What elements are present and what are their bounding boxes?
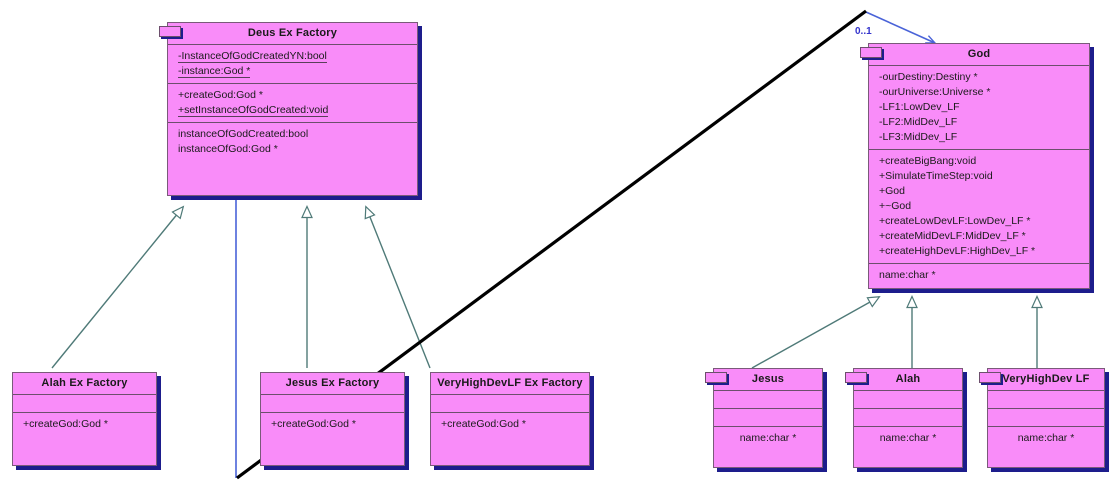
class-title-alah: Alah [895,373,921,385]
property-row: name:char * [1017,432,1075,444]
attributes-compartment [988,390,1104,408]
attribute-row: -ourDestiny:Destiny * [879,71,978,83]
class-tab-icon [860,47,882,58]
class-box-jesus-ex-factory[interactable]: Jesus Ex Factory +createGod:God * [260,372,405,466]
properties-compartment: name:char * [988,426,1104,450]
attributes-compartment [261,394,404,412]
generalization-veryhighdevlf-ex-factory [364,205,431,369]
class-tab-icon [705,372,727,383]
property-row: name:char * [739,432,797,444]
operation-row: +createGod:God * [441,418,526,430]
attribute-row: -InstanceOfGodCreatedYN:bool [178,50,327,63]
attributes-compartment [13,394,156,412]
class-title-jesus: Jesus [751,373,785,385]
operations-compartment: +createGod:God * [13,412,156,436]
operation-row: +createBigBang:void [879,155,977,167]
operations-compartment [988,408,1104,426]
class-tab-icon [159,26,181,37]
generalization-alah-ex-factory [51,205,185,369]
class-box-jesus[interactable]: Jesus name:char * [705,368,823,468]
operation-row: +createHighDevLF:HighDev_LF * [879,245,1036,257]
attribute-row: -ourUniverse:Universe * [879,86,991,98]
class-title-jesus-ex-factory: Jesus Ex Factory [285,377,380,389]
multiplicity-label-0-1: 0..1 [855,26,872,37]
operation-row: +createGod:God * [178,89,263,101]
class-box-alah[interactable]: Alah name:char * [845,368,963,468]
operation-row: +createMidDevLF:MidDev_LF * [879,230,1026,242]
operations-compartment [714,408,822,426]
class-tab-icon [979,372,1001,383]
attributes-compartment [854,390,962,408]
operation-row: +SimulateTimeStep:void [879,170,993,182]
operation-row: +~God [879,200,912,212]
attribute-row: -LF2:MidDev_LF [879,116,958,128]
class-box-veryhighdevlf-ex-factory[interactable]: VeryHighDevLF Ex Factory +createGod:God … [430,372,590,466]
attributes-compartment: -InstanceOfGodCreatedYN:bool -instance:G… [168,44,417,83]
operations-compartment: +createGod:God * [431,412,589,436]
property-row: instanceOfGodCreated:bool [178,128,309,140]
attribute-row: -LF1:LowDev_LF [879,101,960,113]
operations-compartment [854,408,962,426]
operations-compartment: +createBigBang:void +SimulateTimeStep:vo… [869,149,1089,263]
class-box-alah-ex-factory[interactable]: Alah Ex Factory +createGod:God * [12,372,157,466]
property-row: name:char * [879,269,936,281]
property-row: name:char * [879,432,937,444]
class-title-god: God [967,48,991,60]
class-box-god[interactable]: God -ourDestiny:Destiny * -ourUniverse:U… [860,43,1090,289]
attributes-compartment [714,390,822,408]
properties-compartment: instanceOfGodCreated:bool instanceOfGod:… [168,122,417,161]
operation-row: +createGod:God * [23,418,108,430]
class-box-deus-ex-factory[interactable]: Deus Ex Factory -InstanceOfGodCreatedYN:… [159,22,418,196]
class-box-veryhighdev-lf[interactable]: VeryHighDev LF name:char * [979,368,1105,468]
attribute-row: -LF3:MidDev_LF [879,131,958,143]
operation-row: +createLowDevLF:LowDev_LF * [879,215,1031,227]
property-row: instanceOfGod:God * [178,143,278,155]
class-title-deus-ex-factory: Deus Ex Factory [247,27,338,39]
properties-compartment: name:char * [854,426,962,450]
operation-row: +setInstanceOfGodCreated:void [178,104,329,117]
class-title-alah-ex-factory: Alah Ex Factory [41,377,128,389]
operation-row: +createGod:God * [271,418,356,430]
class-title-veryhighdevlf-ex-factory: VeryHighDevLF Ex Factory [437,377,583,389]
operation-row: +God [879,185,905,197]
attribute-row: -instance:God * [178,65,251,78]
properties-compartment: name:char * [714,426,822,450]
operations-compartment: +createGod:God * +setInstanceOfGodCreate… [168,83,417,122]
operations-compartment: +createGod:God * [261,412,404,436]
class-title-veryhighdev-lf: VeryHighDev LF [1002,373,1090,385]
generalization-jesus [751,296,881,369]
attributes-compartment: -ourDestiny:Destiny * -ourUniverse:Unive… [869,65,1089,149]
class-tab-icon [845,372,867,383]
properties-compartment: name:char * [869,263,1089,287]
attributes-compartment [431,394,589,412]
